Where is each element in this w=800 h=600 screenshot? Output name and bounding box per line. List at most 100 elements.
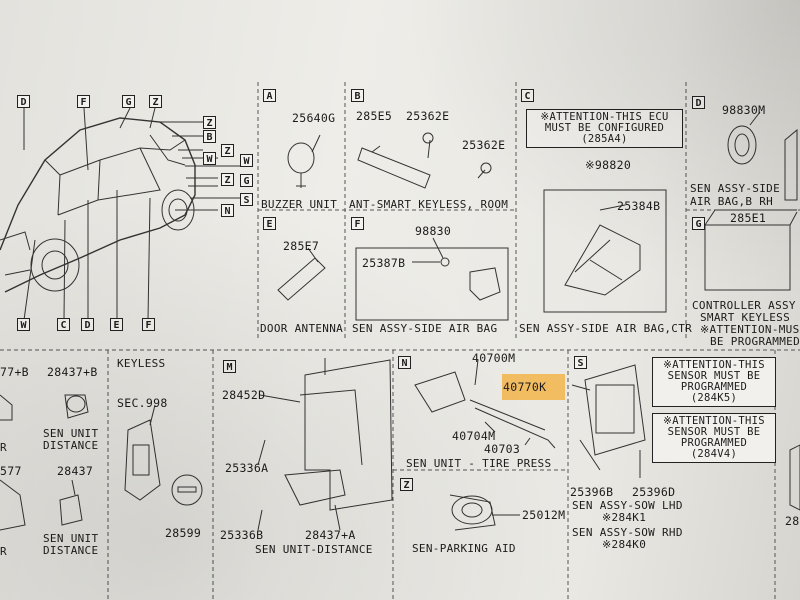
callout-n: N	[221, 204, 234, 217]
part-number: ※98820	[585, 158, 632, 172]
panel-d-letter: D	[692, 96, 705, 109]
sen-unit-caption: SEN UNIT	[43, 532, 99, 545]
note-line: ※ATTENTION-THIS ECU	[540, 111, 669, 123]
callout-f2: F	[142, 318, 155, 331]
panel-d-caption: AIR BAG,B RH	[690, 195, 774, 208]
panel-b-caption: ANT-SMART KEYLESS, ROOM	[349, 198, 509, 211]
panel-s-caption: ※284K0	[602, 538, 647, 551]
attention-note: ※ATTENTION-THIS ECU MUST BE CONFIGURED (…	[526, 109, 683, 148]
panel-f-letter: F	[351, 217, 364, 230]
keyless-label: KEYLESS	[117, 357, 166, 370]
part-number: 25640G	[292, 111, 336, 125]
callout-g: G	[122, 95, 135, 108]
attention-note-1: ※ATTENTION-THIS SENSOR MUST BE PROGRAMME…	[652, 357, 776, 407]
caption-partial: R	[0, 545, 7, 558]
caption-partial: R	[0, 441, 7, 454]
note-line: (285A4)	[581, 133, 628, 145]
panel-m-letter: M	[223, 360, 236, 373]
panel-e-letter: E	[263, 217, 276, 230]
panel-s-caption: SEN ASSY-SOW RHD	[572, 526, 683, 539]
attention-note-2: ※ATTENTION-THIS SENSOR MUST BE PROGRAMME…	[652, 413, 776, 463]
part-number: 25384B	[617, 199, 661, 213]
highlight-mark	[502, 374, 565, 400]
callout-z: Z	[149, 95, 162, 108]
sen-unit-caption: DISTANCE	[43, 439, 99, 452]
note-line: SENSOR MUST BE	[667, 370, 761, 382]
part-number: 25362E	[406, 109, 450, 123]
part-number: 25396B	[570, 485, 614, 499]
callout-z4: Z	[221, 173, 234, 186]
part-number: 25387B	[362, 256, 406, 270]
callout-g2: G	[240, 174, 253, 187]
note-line: SENSOR MUST BE	[667, 426, 761, 438]
panel-e-caption: DOOR ANTENNA	[260, 322, 344, 335]
callout-z3: Z	[221, 144, 234, 157]
note-line: ※ATTENTION-THIS	[663, 359, 765, 371]
panel-m-caption: SEN UNIT-DISTANCE	[255, 543, 373, 556]
panel-s-caption: ※284K1	[602, 511, 647, 524]
note-line: PROGRAMMED	[680, 437, 748, 449]
panel-z-caption: SEN-PARKING AID	[412, 542, 516, 555]
panel-s-letter: S	[574, 356, 587, 369]
note-line: PROGRAMMED	[680, 381, 748, 393]
part-number: 98830M	[722, 103, 766, 117]
panel-a-letter: A	[263, 89, 276, 102]
part-number: 25012M	[522, 508, 566, 522]
callout-s: S	[240, 193, 253, 206]
panel-a-caption: BUZZER UNIT	[261, 198, 338, 211]
callout-w3: W	[17, 318, 30, 331]
panel-b-letter: B	[351, 89, 364, 102]
panel-g-caption: ※ATTENTION-MUS	[700, 323, 800, 336]
panel-g-caption: SMART KEYLESS	[700, 311, 790, 324]
note-line: ※ATTENTION-THIS	[663, 415, 765, 427]
panel-g-caption: CONTROLLER ASSY	[692, 299, 796, 312]
part-number: 25336A	[225, 461, 269, 475]
section-ref: SEC.998	[117, 396, 168, 410]
part-number-highlighted: 40770K	[503, 380, 547, 394]
part-number: 40704M	[452, 429, 496, 443]
part-number: 25336B	[220, 528, 264, 542]
panel-s-caption: SEN ASSY-SOW LHD	[572, 499, 683, 512]
panel-g-caption: BE PROGRAMMED	[710, 335, 800, 348]
part-number: 28437+A	[305, 528, 356, 542]
note-line: (284V4)	[690, 448, 738, 460]
callout-d2: D	[81, 318, 94, 331]
part-number: 25396D	[632, 485, 676, 499]
panel-c-caption: SEN ASSY-SIDE AIR BAG,CTR	[519, 322, 693, 335]
callout-e: E	[110, 318, 123, 331]
part-number: 28599	[165, 526, 202, 540]
panel-d-caption: SEN ASSY-SIDE	[690, 182, 780, 195]
note-line: MUST BE CONFIGURED	[544, 122, 665, 134]
part-number: 285E5	[356, 109, 393, 123]
part-number: 25362E	[462, 138, 506, 152]
sen-unit-caption: SEN UNIT	[43, 427, 99, 440]
part-number: 285E7	[283, 239, 320, 253]
panel-z-letter: Z	[400, 478, 413, 491]
part-number-partial: 77+B	[0, 365, 29, 379]
part-number: 40703	[484, 442, 521, 456]
part-number-partial: 577	[0, 464, 22, 478]
callout-c: C	[57, 318, 70, 331]
sen-unit-caption: DISTANCE	[43, 544, 99, 557]
part-number: 285E1	[730, 211, 767, 225]
panel-n-caption: SEN UNIT - TIRE PRESS	[406, 457, 552, 470]
panel-g-letter: G	[692, 217, 705, 230]
callout-b: B	[203, 130, 216, 143]
part-number: 98830	[415, 224, 452, 238]
panel-c-letter: C	[521, 89, 534, 102]
note-line: (284K5)	[690, 392, 738, 404]
callout-d: D	[17, 95, 30, 108]
part-number: 28437+B	[47, 365, 98, 379]
callout-w: W	[203, 152, 216, 165]
callout-z2: Z	[203, 116, 216, 129]
callout-w2: W	[240, 154, 253, 167]
panel-n-letter: N	[398, 356, 411, 369]
part-number: 28437	[57, 464, 94, 478]
part-number: 28452D	[222, 388, 266, 402]
callout-f: F	[77, 95, 90, 108]
panel-f-caption: SEN ASSY-SIDE AIR BAG	[352, 322, 498, 335]
part-number: 40700M	[472, 351, 516, 365]
part-number-partial: 28	[785, 514, 800, 528]
